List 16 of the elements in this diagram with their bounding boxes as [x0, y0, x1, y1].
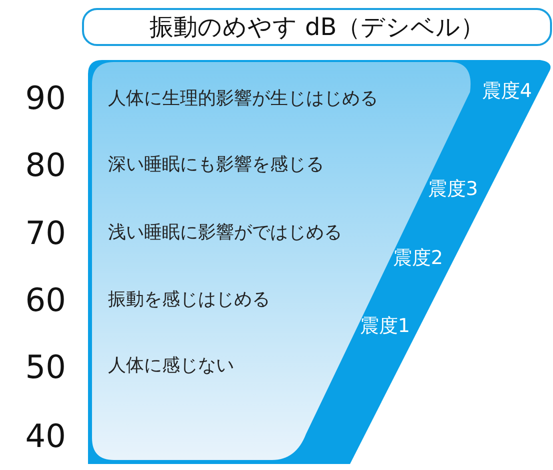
- scale-number: 90: [25, 79, 66, 117]
- scale-number: 60: [25, 281, 66, 319]
- level-description: 浅い睡眠に影響がではじめる: [108, 221, 342, 244]
- intensity-label: 震度1: [360, 314, 410, 339]
- level-description: 振動を感じはじめる: [108, 288, 270, 311]
- scale-number: 70: [25, 214, 66, 252]
- scale-number: 40: [25, 417, 66, 455]
- scale-number: 50: [25, 348, 66, 386]
- intensity-label: 震度4: [482, 79, 532, 104]
- intensity-label: 震度2: [392, 246, 443, 271]
- level-description: 人体に生理的影響が生じはじめる: [108, 87, 378, 110]
- level-description: 人体に感じない: [108, 354, 234, 377]
- level-description: 深い睡眠にも影響を感じる: [108, 153, 324, 176]
- intensity-label: 震度3: [428, 177, 478, 202]
- scale-number: 80: [25, 146, 66, 184]
- title-banner: 振動のめやす dB（デシベル）: [82, 8, 552, 46]
